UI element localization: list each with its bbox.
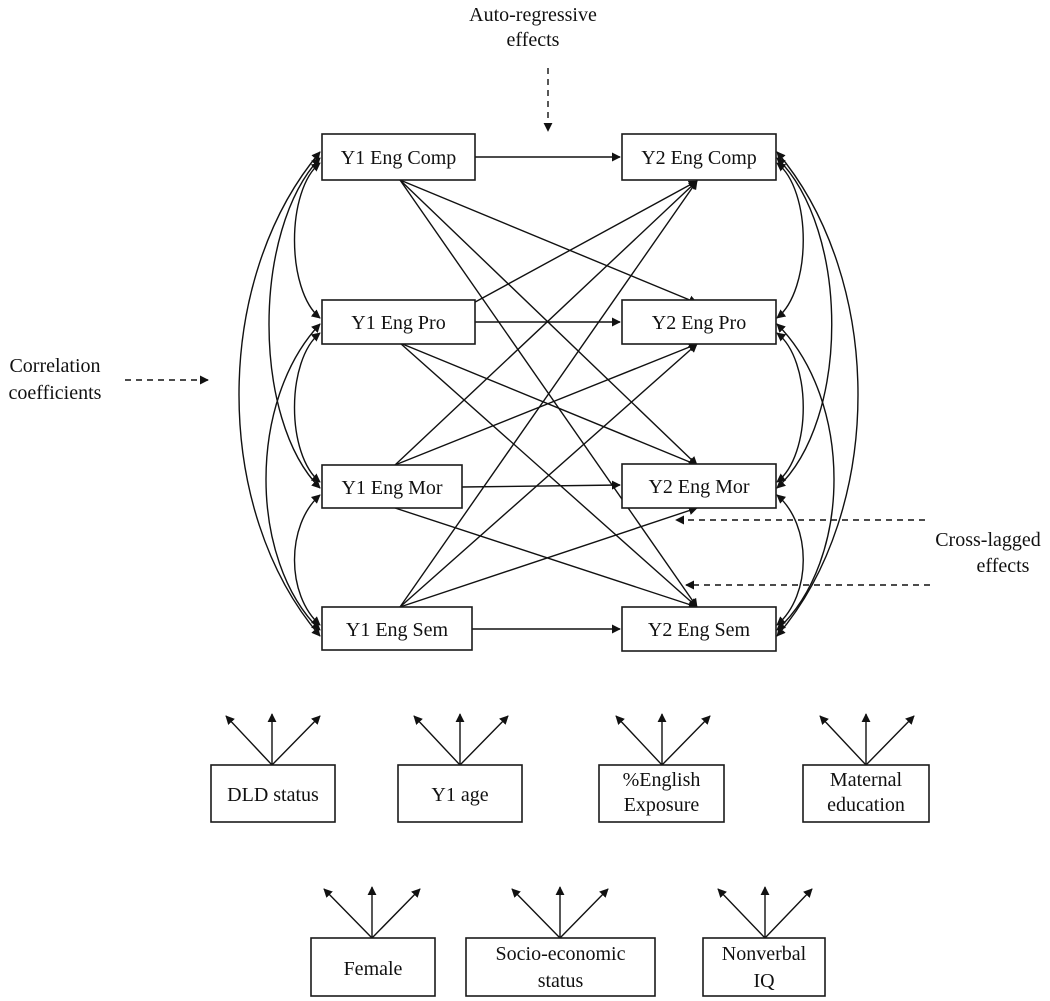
path-y1-comp-to-y2-pro [399, 179, 698, 305]
path-y1-sem-to-y2-mor [399, 506, 698, 608]
cross-lagged-label-line1: Cross-lagged [935, 529, 1041, 551]
auto-regressive-label-line1: Auto-regressive [469, 4, 597, 26]
path-y1-sem-to-y2-pro [399, 343, 698, 608]
year2-correlation-curves [776, 151, 859, 637]
path-y1-sem-to-y2-comp [399, 180, 698, 608]
correlation-curve-y2-comp-sem [776, 151, 859, 637]
node-y1-eng-comp: Y1 Eng Comp [321, 133, 476, 181]
correlation-curve-y2-comp-mor [776, 157, 833, 489]
path-y1-mor-to-y2-pro [394, 342, 698, 466]
auto-regressive-label-line2: effects [507, 29, 560, 51]
covariate-label-line2: status [538, 970, 584, 992]
covariate-female: Female [310, 886, 436, 997]
covariate-label-line1: Socio-economic [496, 943, 626, 965]
correlation-label-line2: coefficients [9, 382, 102, 404]
node-y1-eng-mor: Y1 Eng Mor [321, 464, 463, 509]
auto-regressive-paths [461, 152, 621, 634]
covariates-row1: DLD status Y1 age %English Exposure [210, 713, 930, 823]
covariate-label-line2: IQ [753, 970, 775, 992]
correlation-curve-y2-pro-mor [776, 332, 804, 483]
node-y1-eng-sem: Y1 Eng Sem [321, 606, 473, 651]
covariate-y1-age: Y1 age [397, 713, 523, 823]
node-label: Y1 Eng Mor [341, 477, 442, 499]
path-y1-comp-to-y2-mor [399, 179, 698, 466]
correlation-curve-y2-mor-sem [776, 494, 804, 626]
covariate-english-exposure: %English Exposure [598, 713, 725, 823]
covariate-socio-economic-status: Socio-economic status [465, 886, 656, 997]
node-y1-eng-pro: Y1 Eng Pro [321, 299, 476, 345]
path-y1-mor-to-y2-sem [394, 507, 698, 609]
covariate-label: Female [344, 958, 403, 980]
covariate-label-line1: Maternal [830, 769, 903, 791]
cross-lagged-annotation: Cross-lagged effects [675, 515, 1041, 590]
node-label: Y2 Eng Pro [652, 312, 746, 334]
covariate-label-line1: Nonverbal [722, 943, 807, 965]
node-label: Y1 Eng Sem [346, 619, 449, 641]
correlation-curve-y1-mor-sem [293, 494, 321, 626]
path-mor-to-mor [461, 480, 621, 490]
correlation-curve-y2-pro-sem [776, 323, 835, 631]
correlation-curve-y1-comp-sem [238, 151, 321, 637]
node-label: Y2 Eng Comp [641, 147, 757, 169]
node-y2-eng-mor: Y2 Eng Mor [621, 463, 777, 509]
correlation-curve-y2-comp-pro [776, 162, 804, 319]
node-label: Y2 Eng Sem [648, 619, 751, 641]
covariate-label-line2: Exposure [624, 794, 700, 816]
covariate-label-line1: %English [623, 769, 701, 791]
covariate-maternal-education: Maternal education [802, 713, 930, 823]
node-label: Y1 Eng Pro [351, 312, 445, 334]
year2-nodes: Y2 Eng Comp Y2 Eng Pro Y2 Eng Mor Y2 Eng… [621, 133, 777, 652]
covariate-label: DLD status [227, 784, 319, 806]
covariate-label-line2: education [827, 794, 905, 816]
cross-lagged-label-line2: effects [977, 555, 1030, 577]
covariate-nonverbal-iq: Nonverbal IQ [702, 886, 826, 997]
covariate-dld-status: DLD status [210, 713, 336, 823]
node-label: Y2 Eng Mor [648, 476, 749, 498]
correlation-annotation: Correlation coefficients [9, 355, 209, 404]
node-y2-eng-comp: Y2 Eng Comp [621, 133, 777, 181]
node-y2-eng-sem: Y2 Eng Sem [621, 606, 777, 652]
correlation-curve-y1-pro-mor [293, 332, 321, 483]
auto-regressive-annotation: Auto-regressive effects [469, 4, 597, 132]
covariates-row2: Female Socio-economic status Nonverbal I… [310, 886, 826, 997]
correlation-curve-y1-comp-pro [293, 162, 321, 319]
node-label: Y1 Eng Comp [341, 147, 457, 169]
path-y1-mor-to-y2-comp [394, 180, 698, 466]
cross-lagged-paths [394, 179, 698, 609]
correlation-curve-y1-comp-mor [268, 157, 321, 489]
correlation-label-line1: Correlation [9, 355, 100, 377]
covariate-label: Y1 age [431, 784, 488, 806]
correlation-curve-y1-pro-sem [265, 323, 321, 631]
node-y2-eng-pro: Y2 Eng Pro [621, 299, 777, 345]
year1-correlation-curves [238, 151, 321, 637]
year1-nodes: Y1 Eng Comp Y1 Eng Pro Y1 Eng Mor Y1 Eng… [321, 133, 476, 651]
